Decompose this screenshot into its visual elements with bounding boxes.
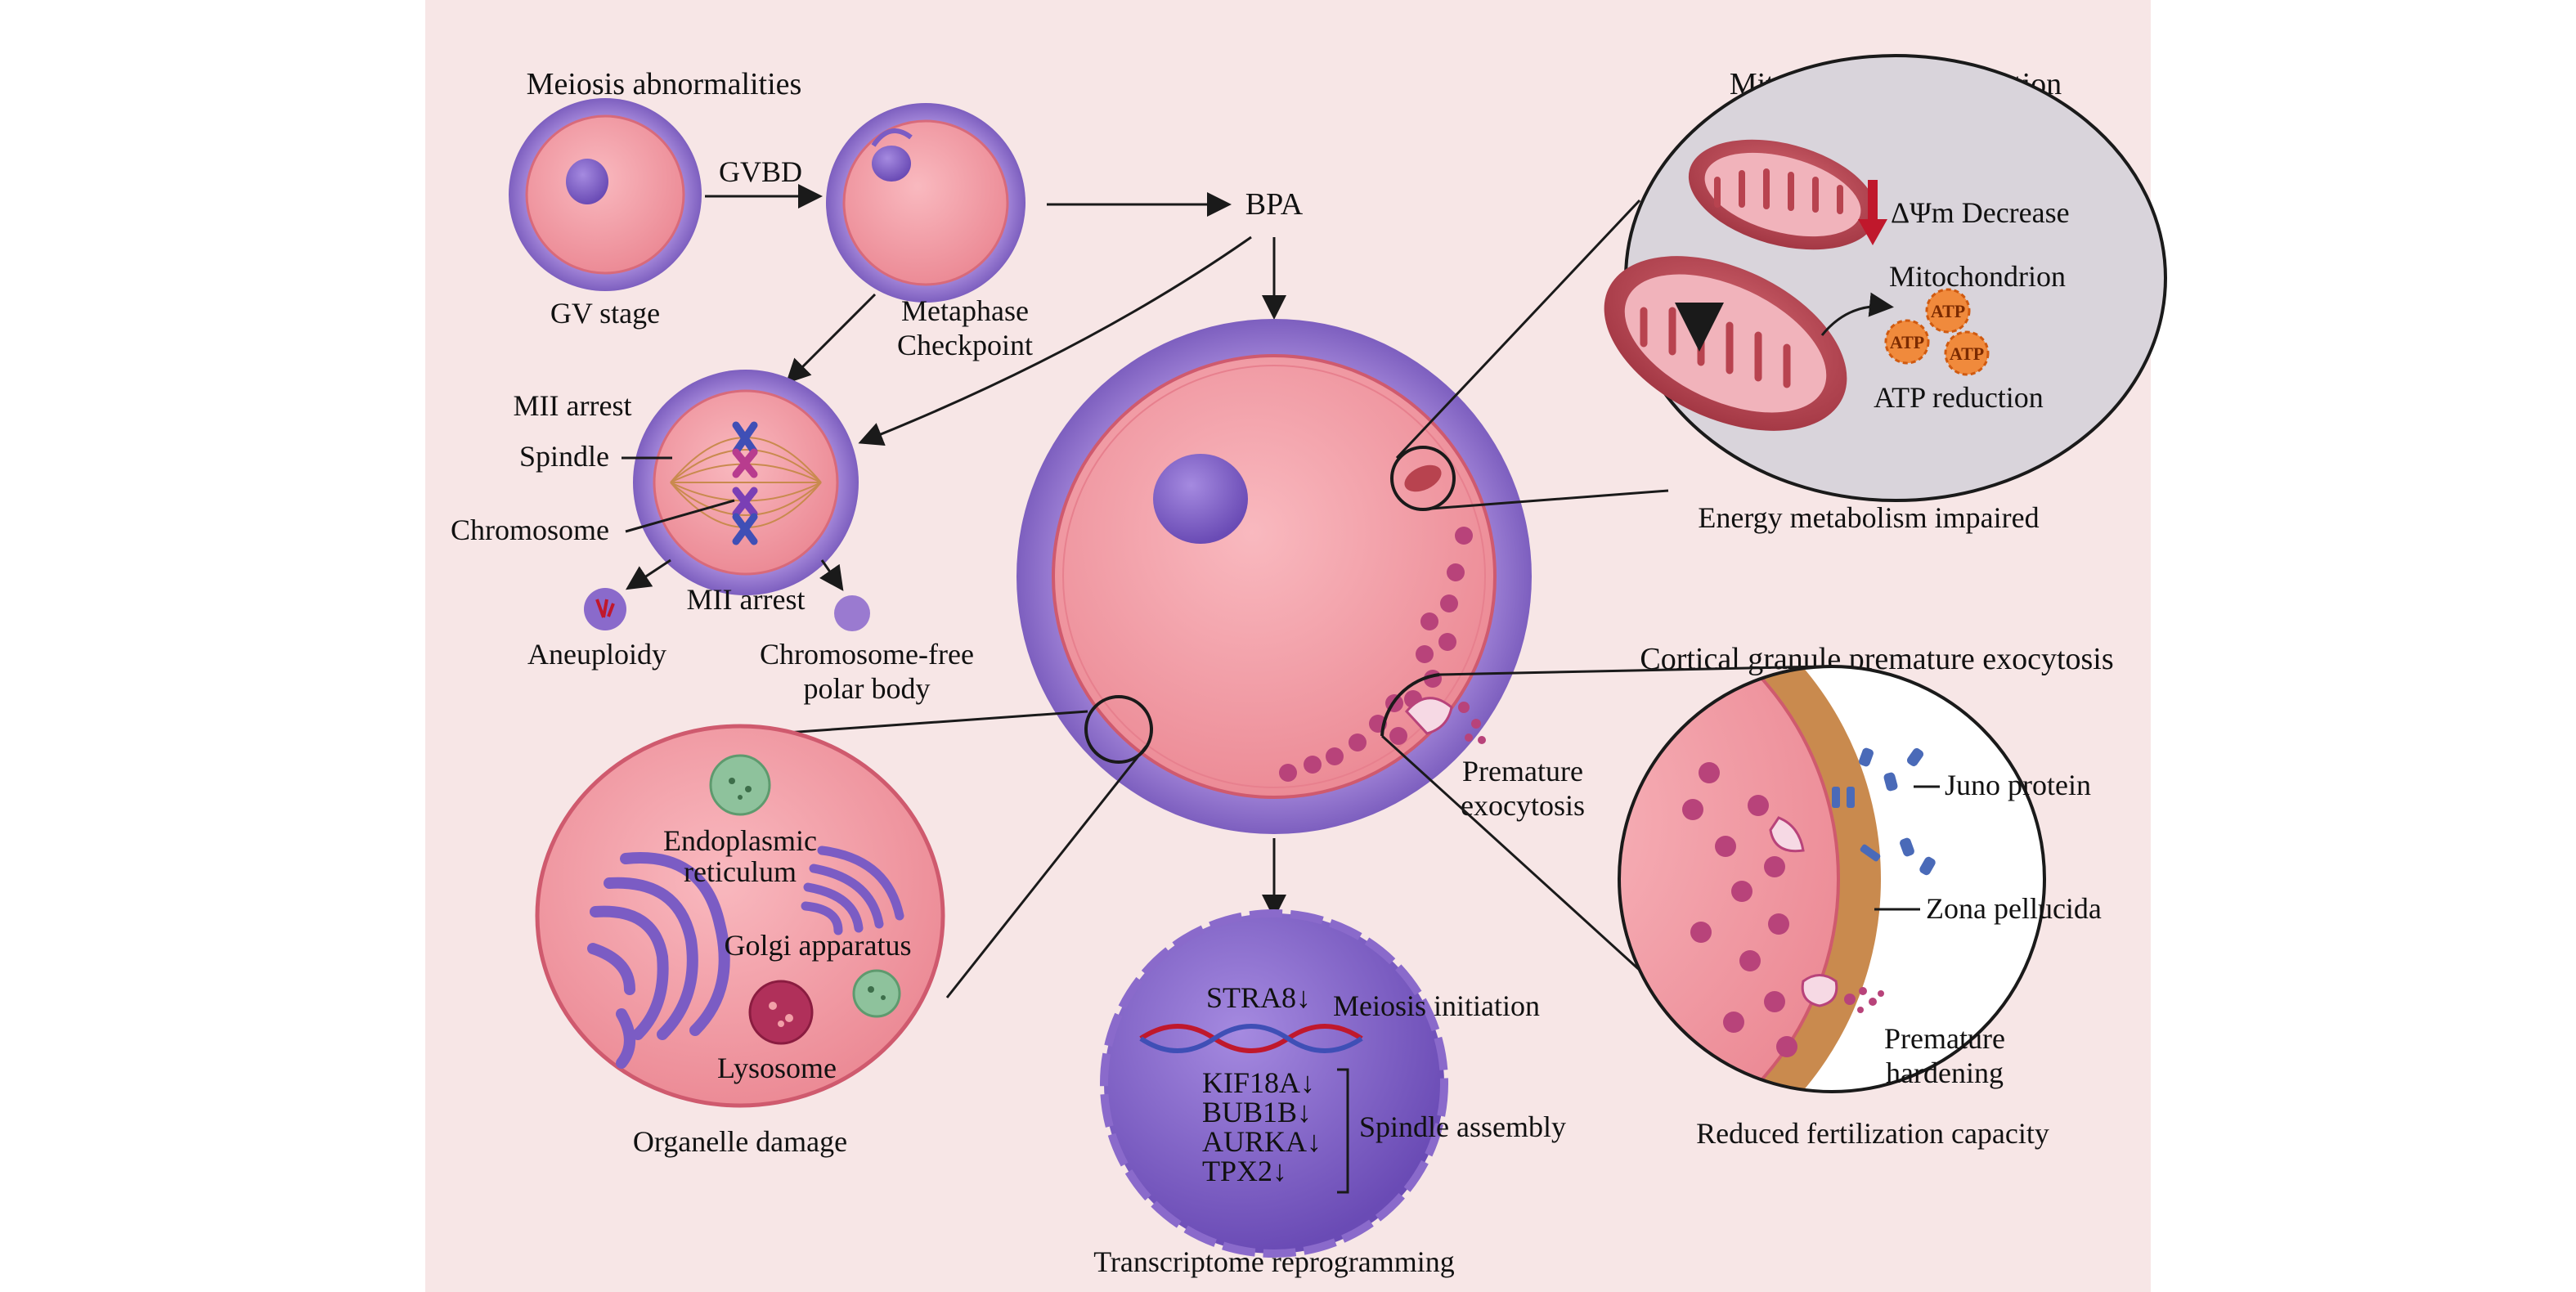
gene-bracket [1337,1068,1349,1194]
stra8-label: STRA8↓ [1206,981,1311,1014]
transcriptome-caption: Transcriptome reprogramming [1093,1245,1455,1278]
atp-text-2: ATP [1890,332,1924,352]
small-mitochondrion [1404,464,1442,492]
mitochondrion-upper [1688,139,1878,250]
gene-kif18a: KIF18A↓ [1202,1066,1315,1099]
aneuploidy-label: Aneuploidy [527,638,666,671]
hardening-site [1801,974,1838,1007]
transcriptome-cell [1100,909,1448,1258]
zoom-cortical-arc [1380,673,1440,737]
energy-metabolism-label: Energy metabolism impaired [1698,501,2039,534]
zoom-mitochondrion-circle [1390,446,1456,511]
organelle-zoom-ellipse [535,724,945,1108]
atp-icon-2: ATP [1884,319,1930,365]
chromosome-pointer [625,499,735,533]
premature-exocytosis-line1: Premature [1462,755,1583,787]
hardening-line1: Premature [1884,1022,2005,1055]
mii-arrest-bottom-label: MII arrest [687,583,806,616]
polar-body-line2: polar body [804,672,931,705]
metaphase-to-mii-arrow [785,293,877,384]
zoom-organelle-circle [1084,695,1153,764]
cortical-connector-top [1438,665,1824,676]
zona-pellucida-label: Zona pellucida [1926,892,2102,925]
golgi-label: Golgi apparatus [725,929,912,962]
organelle-damage-caption: Organelle damage [633,1125,847,1158]
atp-icon-3: ATP [1944,330,1990,376]
cortical-granules [1279,527,1473,782]
hardening-line2: hardening [1886,1056,2004,1089]
premature-exocytosis-line2: exocytosis [1461,789,1585,822]
chromosome-label: Chromosome [451,514,609,546]
cortical-zoom-granules [1682,762,1797,1057]
dna-helix [1139,1024,1363,1053]
atp-text-3: ATP [1950,343,1984,364]
meiosis-initiation-label: Meiosis initiation [1333,989,1540,1022]
mii-to-polar-arrow [819,559,844,591]
cortical-zoom-circle-border [1618,665,2046,1093]
spindle-label: Spindle [519,440,609,473]
er-label-line2: reticulum [684,855,797,888]
meiosis-title: Meiosis abnormalities [527,67,802,101]
mitochondrion-lower [1604,256,1847,431]
metaphase-oocyte [826,103,1025,303]
organelle-connector-bottom [945,745,1148,998]
gene-bub1b: BUB1B↓ [1202,1096,1312,1128]
gv-stage-label: GV stage [550,297,660,330]
vesicle-2 [852,969,901,1018]
spindle-assembly-label: Spindle assembly [1359,1110,1566,1143]
bpa-to-mii-arrow [858,236,1252,446]
fusing-granule [1769,816,1805,853]
mii-to-aneuploidy-arrow [625,559,671,590]
lysosome-shape [748,980,814,1045]
atp-text-1: ATP [1931,301,1965,321]
mito-connector-top [1395,199,1641,460]
juno-proteins [1832,747,1936,876]
gene-tpx2: TPX2↓ [1202,1155,1287,1187]
dpsi-label: ΔΨm Decrease [1891,196,2070,229]
bpa-label: BPA [1245,187,1304,222]
golgi-apparatus-shape [801,846,904,935]
metaphase-checkpoint-line2: Checkpoint [897,329,1033,361]
metaphase-checkpoint-line1: Metaphase [901,294,1029,327]
polar-body-line1: Chromosome-free [760,638,974,671]
hardening-particles [1844,987,1884,1013]
reduced-fertilization-label: Reduced fertilization capacity [1696,1117,2049,1150]
polar-body [834,595,870,631]
lysosome-label: Lysosome [717,1052,837,1084]
chromosomes [732,421,758,545]
mito-connector-bottom [1430,489,1669,510]
gv-stage-oocyte [509,98,702,291]
er-label-line1: Endoplasmic [663,824,817,857]
aneuploidy-cell [584,588,626,630]
main-nucleus [1153,454,1248,544]
dpsi-arrowhead [1858,219,1887,245]
juno-protein-label: Juno protein [1945,769,2091,801]
atp-reduction-label: ATP reduction [1874,381,2044,414]
atp-arrow [1820,292,1894,336]
mitochondrion-label: Mitochondrion [1889,260,2066,293]
vesicle-1 [709,754,771,816]
exocytosis-site [1405,697,1486,744]
gene-aurka: AURKA↓ [1202,1125,1322,1158]
endoplasmic-reticulum-shape [587,852,730,1069]
cortical-egg-cytoplasm [1619,666,1840,1092]
gvbd-label: GVBD [719,155,802,188]
organelle-connector-top [739,710,1088,738]
atp-icon-1: ATP [1925,288,1971,334]
mii-arrest-top-label: MII arrest [514,389,632,422]
